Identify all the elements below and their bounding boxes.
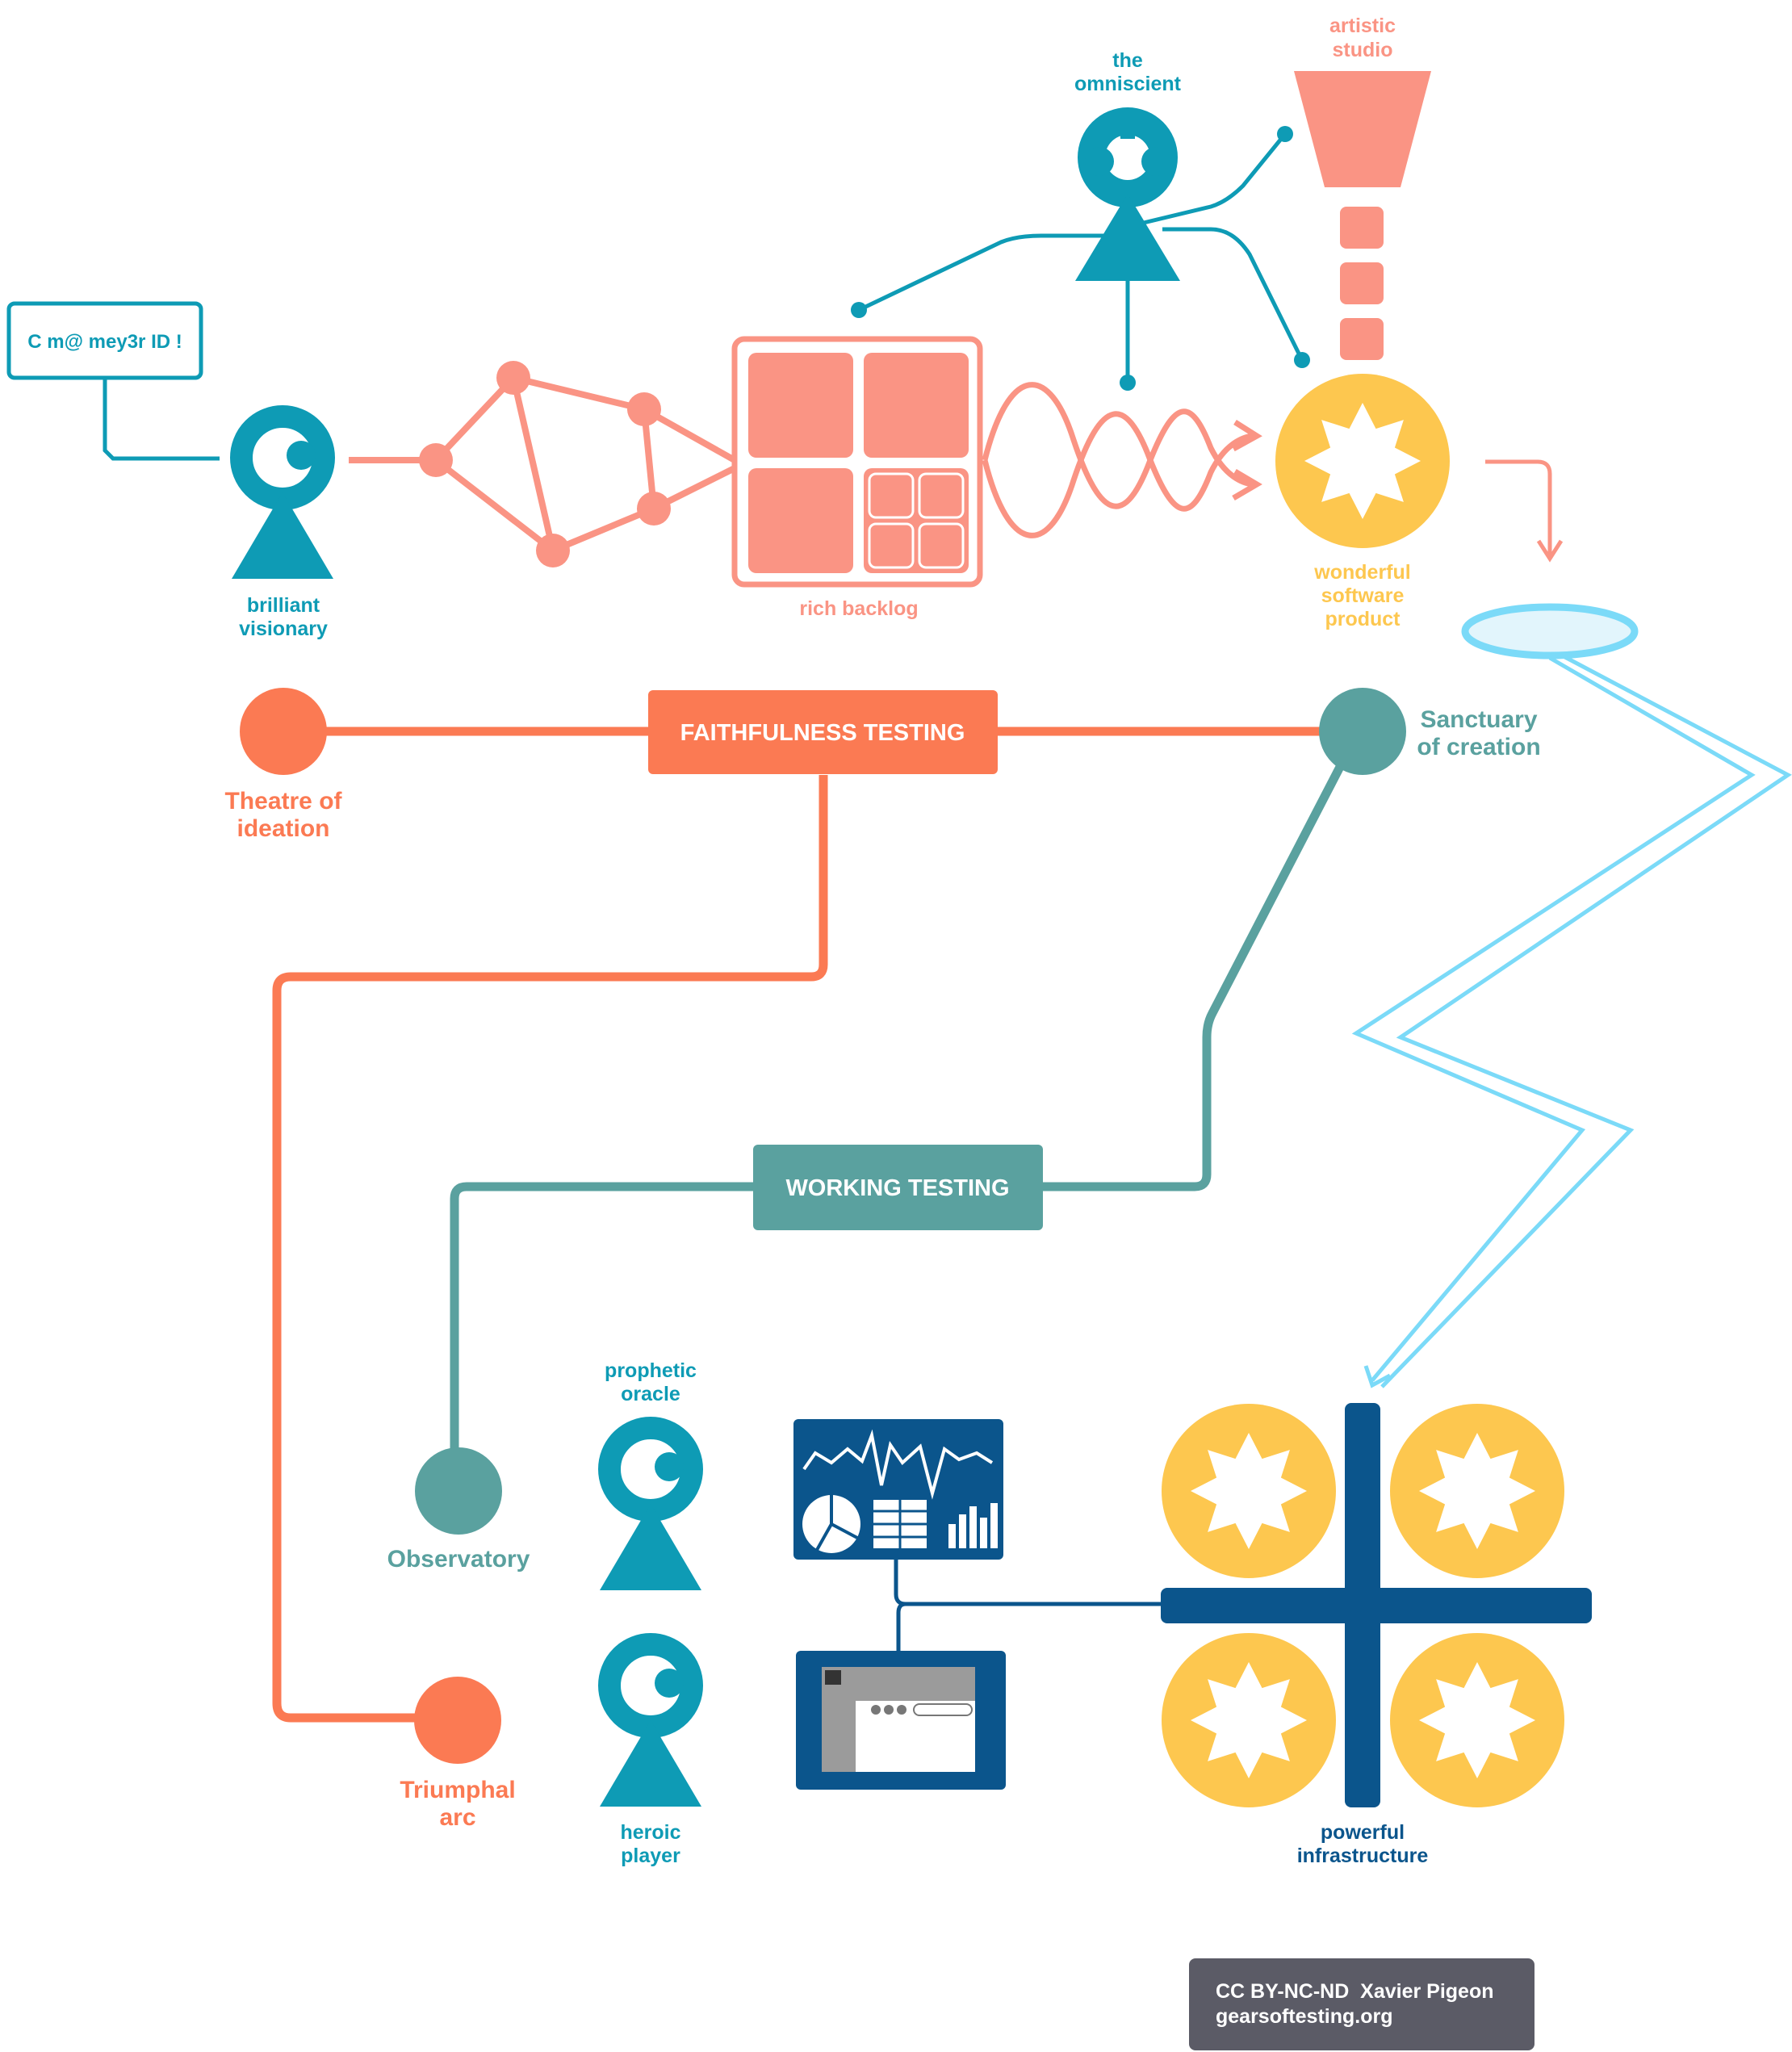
infrastructure-gear-icon-3 (1162, 1633, 1336, 1807)
product-label-line1: wonderful (1313, 561, 1410, 584)
faithfulness-testing-label: FAITHFULNESS TESTING (680, 720, 965, 746)
weave-arrows (982, 382, 1262, 538)
lightning-icon (1351, 653, 1792, 1388)
oracle-label-line1: prophetic (605, 1359, 697, 1382)
infrastructure-gear-icon-1 (1162, 1404, 1336, 1578)
oracle-label-line2: oracle (621, 1383, 680, 1405)
dashboard-icon (793, 1419, 1003, 1560)
studio-label-line2: studio (1333, 39, 1393, 61)
observatory-label: Observatory (387, 1546, 530, 1573)
infrastructure-gear-icon-2 (1390, 1404, 1564, 1578)
product-label-line3: product (1325, 608, 1401, 630)
speech-bubble-text: C m@ mey3r ID ! (27, 331, 182, 353)
omniscient-label-line1: the (1112, 49, 1143, 72)
faithfulness-route (272, 775, 828, 1723)
triumphal-node (414, 1677, 501, 1764)
triumphal-label-line2: arc (439, 1804, 475, 1831)
omniscient-person-icon (1075, 107, 1180, 281)
browser-window-icon (796, 1651, 1006, 1790)
credit-line2: gearsoftesting.org (1216, 2005, 1392, 2028)
ideation-label-line1: Theatre of (224, 788, 342, 815)
infrastructure-label-line2: infrastructure (1297, 1845, 1429, 1867)
working-route (450, 764, 1344, 1449)
network-icon (349, 361, 736, 567)
working-testing-box: WORKING TESTING (753, 1145, 1043, 1230)
player-label-line2: player (621, 1845, 680, 1867)
product-gear-icon (1275, 374, 1450, 548)
visionary-label-line1: brilliant (247, 594, 320, 617)
sanctuary-label-line2: of creation (1417, 734, 1540, 760)
studio-label-line1: artistic (1329, 15, 1396, 37)
ideation-label-line2: ideation (237, 815, 329, 842)
oracle-person-icon (600, 1428, 701, 1590)
credit-badge: CC BY-NC-ND Xavier Pigeon gearsoftesting… (1189, 1958, 1535, 2050)
omniscient-lines (851, 126, 1310, 391)
product-label-line2: software (1321, 584, 1405, 607)
screen-connectors (894, 1560, 1162, 1651)
deploy-arrow (1485, 459, 1564, 563)
backlog-grid-icon (731, 336, 983, 588)
visionary-person-icon (232, 417, 333, 579)
infrastructure-label-line1: powerful (1321, 1821, 1405, 1844)
omniscient-label-line2: omniscient (1074, 73, 1182, 95)
triumphal-label-line1: Triumphal (400, 1777, 515, 1803)
player-label-line1: heroic (620, 1821, 680, 1844)
portal-icon (1461, 603, 1639, 660)
backlog-label: rich backlog (799, 597, 918, 620)
ideation-node (240, 688, 327, 775)
infrastructure-gear-icon-4 (1390, 1633, 1564, 1807)
speech-bubble: C m@ mey3r ID ! (6, 301, 203, 380)
working-testing-label: WORKING TESTING (785, 1175, 1009, 1201)
player-person-icon (600, 1644, 701, 1807)
infrastructure-cross (1161, 1403, 1592, 1807)
funnel-icon (1294, 71, 1431, 360)
credit-line1: CC BY-NC-ND Xavier Pigeon (1216, 1980, 1494, 2003)
observatory-node (415, 1447, 502, 1535)
sanctuary-label-line1: Sanctuary (1420, 706, 1537, 733)
visionary-label-line2: visionary (239, 618, 328, 640)
faithfulness-testing-box: FAITHFULNESS TESTING (648, 690, 998, 774)
bubble-connector (103, 378, 220, 461)
sanctuary-node (1319, 688, 1406, 775)
